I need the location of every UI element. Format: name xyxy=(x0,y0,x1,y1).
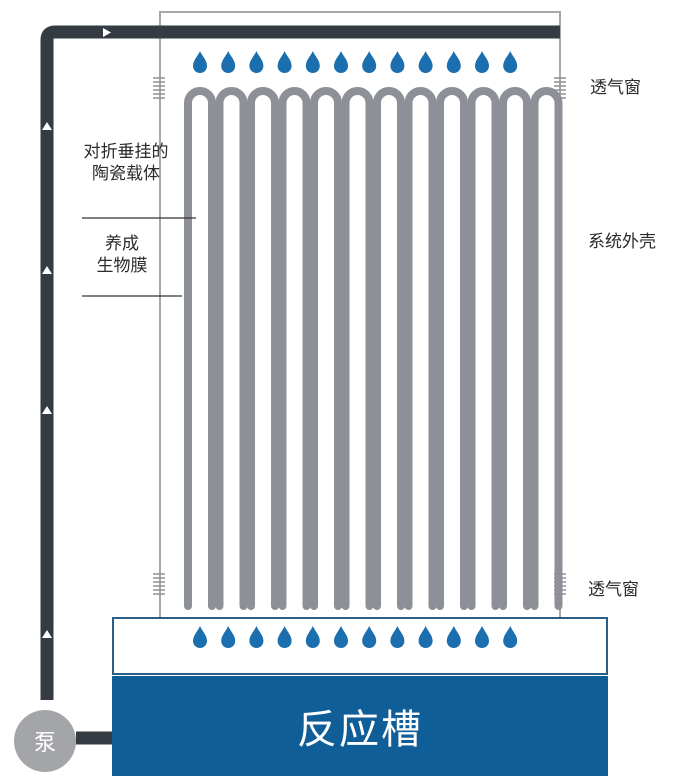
water-droplet-icon xyxy=(503,626,518,649)
water-droplet-icon xyxy=(193,51,207,73)
water-droplet-icon xyxy=(277,626,292,649)
biofilm-label-line2: 生物膜 xyxy=(96,256,148,276)
vent-grille-bottom-left-icon xyxy=(153,573,165,595)
vent-bottom-label: 透气窗 xyxy=(588,580,639,600)
pump-label: 泵 xyxy=(33,731,56,756)
ceramic-carrier-tube xyxy=(373,87,405,610)
tank-label: 反应槽 xyxy=(297,707,423,753)
water-droplet-icon xyxy=(475,51,489,73)
vent-grille-top-left-icon xyxy=(153,77,165,99)
ceramic-carrier-tube xyxy=(467,87,500,610)
vent-grille-top-right-icon xyxy=(554,77,566,99)
droplet-row-top xyxy=(193,51,518,73)
flow-arrow-up-icon xyxy=(42,122,52,130)
water-droplet-icon xyxy=(418,626,433,649)
ceramic-carrier-tube xyxy=(499,87,531,610)
water-droplet-icon xyxy=(390,626,405,649)
water-droplet-icon xyxy=(390,51,405,73)
water-droplet-icon xyxy=(305,626,320,649)
ceramic-carrier-tube xyxy=(436,87,468,610)
water-droplet-icon xyxy=(334,626,348,648)
water-droplet-icon xyxy=(446,626,461,649)
flow-arrow-up-icon xyxy=(42,406,52,414)
carrier-label-line2: 陶瓷载体 xyxy=(92,164,160,184)
ceramic-carrier-tube xyxy=(404,87,437,610)
water-droplet-icon xyxy=(221,626,236,649)
ceramic-carrier-tube xyxy=(247,87,279,610)
ceramic-carrier-tube xyxy=(310,87,342,610)
ceramic-carrier-tube xyxy=(341,87,374,610)
carrier-label-line1: 对折垂挂的 xyxy=(83,142,169,162)
biofilm-label: 养成 生物膜 xyxy=(72,233,172,277)
reaction-tank xyxy=(112,676,608,776)
water-droplet-icon xyxy=(221,51,236,73)
shell-label: 系统外壳 xyxy=(588,232,656,252)
water-droplet-icon xyxy=(277,51,292,73)
flow-arrow-up-icon xyxy=(42,266,52,274)
ceramic-carrier-tube xyxy=(530,87,563,610)
water-collection-area xyxy=(112,617,608,675)
water-droplet-icon xyxy=(362,51,377,73)
water-droplet-icon xyxy=(362,626,377,649)
ceramic-carrier-tube xyxy=(184,87,216,610)
recirculation-pipe xyxy=(40,25,560,700)
pump-icon xyxy=(14,710,76,772)
ceramic-carrier-group xyxy=(184,87,563,610)
biofilm-label-line1: 养成 xyxy=(105,234,139,254)
water-droplet-icon xyxy=(249,626,264,649)
water-droplet-icon xyxy=(503,51,518,73)
water-droplet-icon xyxy=(418,51,433,73)
water-droplet-icon xyxy=(475,626,489,648)
carrier-label: 对折垂挂的 陶瓷载体 xyxy=(64,141,188,185)
flow-arrow-up-icon xyxy=(42,630,52,638)
water-droplet-icon xyxy=(334,51,348,73)
ceramic-carrier-tube xyxy=(278,87,311,610)
water-droplet-icon xyxy=(249,51,264,73)
droplet-row-bottom xyxy=(193,626,518,649)
water-droplet-icon xyxy=(305,51,320,73)
flow-arrow-right-icon xyxy=(103,28,111,37)
ceramic-carrier-tube xyxy=(215,87,248,610)
water-droplet-icon xyxy=(446,51,461,73)
water-droplet-icon xyxy=(193,626,207,648)
vent-top-label: 透气窗 xyxy=(590,78,641,98)
